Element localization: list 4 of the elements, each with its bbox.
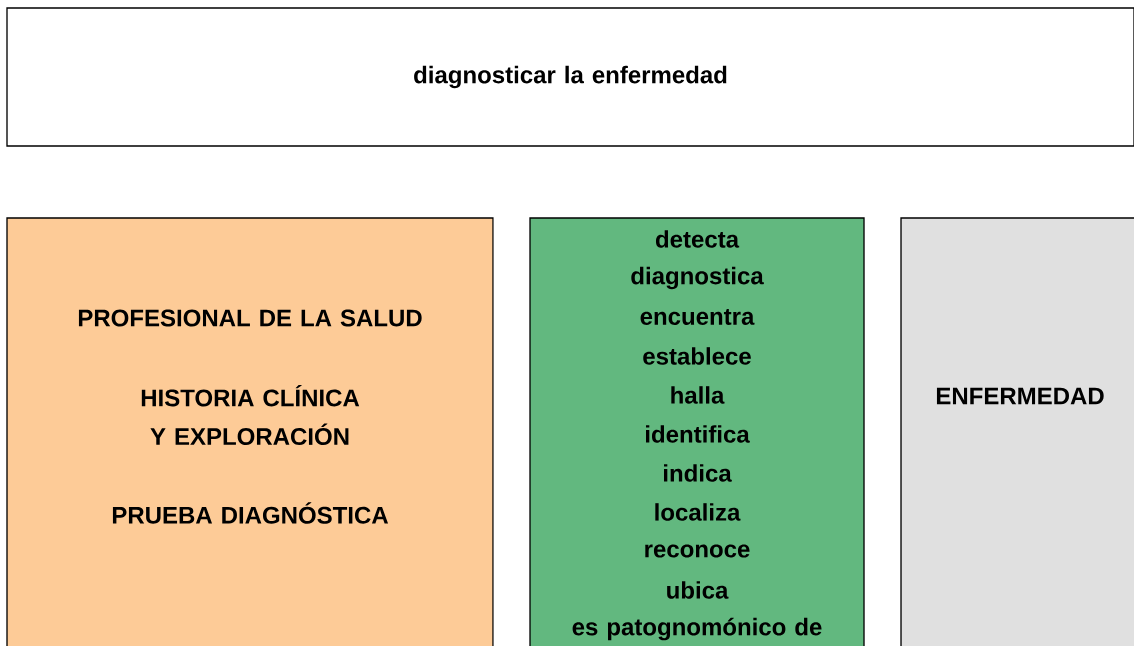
title-box: diagnosticar la enfermedad <box>6 7 1134 147</box>
category-box: PROFESIONAL DE LA SALUD HISTORIA CLÍNICA Y EXPLORACIÓN PRUEBA DIAGNÓSTICA <box>6 217 494 646</box>
verb-list-box: detecta diagnostica encuentra establece halla identifica indica localiza reconoce ubica es patognomónico de <box>529 217 865 646</box>
category-box: ENFERMEDAD <box>900 217 1134 646</box>
